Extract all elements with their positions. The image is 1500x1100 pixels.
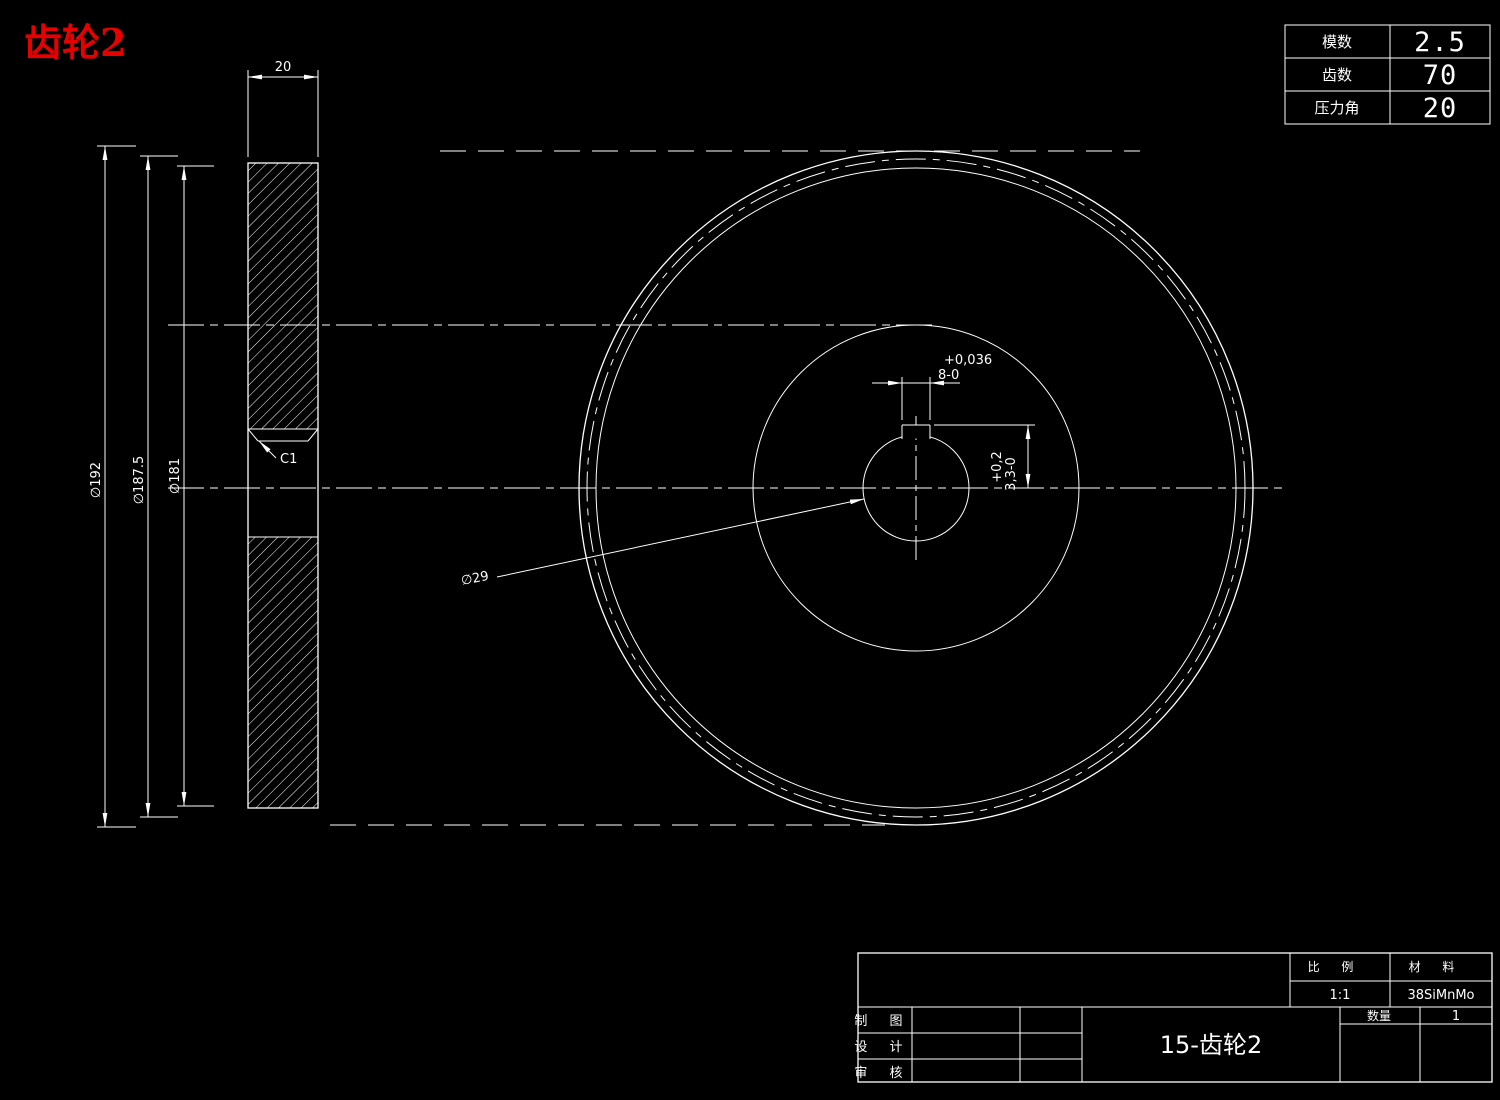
param-value-pressure: 20 [1423, 93, 1458, 124]
material-value: 38SiMnMo [1407, 988, 1474, 1003]
root-circle [595, 167, 1237, 809]
pitch-circle [586, 158, 1246, 818]
page-title: 齿轮2 [24, 20, 126, 65]
drawing-title: 齿轮2 [24, 20, 126, 65]
front-dimensions: +0,036 8-0 +0,2 3,3-0 ∅29 [460, 353, 1035, 589]
dim-keyway-depth-tol: +0,2 [990, 451, 1005, 483]
param-label-teeth: 齿数 [1322, 66, 1352, 84]
material-label: 材 料 [1409, 960, 1464, 974]
scale-value: 1:1 [1330, 988, 1351, 1003]
drawing-number: 15-齿轮2 [1160, 1031, 1262, 1059]
hatched-lower-section [247, 536, 319, 809]
section-view: C1 [247, 162, 319, 809]
section-dimensions: 20 ∅192 ∅187.5 ∅181 [89, 60, 319, 828]
dim-bore-diameter: ∅29 [460, 569, 490, 589]
param-table: 模数 齿数 压力角 2.5 70 20 [1284, 24, 1491, 125]
scale-label: 比 例 [1308, 960, 1363, 974]
dim-tip-diameter: ∅192 [89, 462, 104, 498]
checked-label: 审 核 [854, 1066, 911, 1081]
title-block-border [857, 952, 1493, 1083]
dim-keyway-depth: 3,3-0 [1004, 457, 1019, 491]
title-block: 比 例 材 料 1:1 38SiMnMo 制 图 设 计 审 核 数量 1 15… [854, 952, 1493, 1083]
dim-pitch-diameter: ∅187.5 [132, 456, 147, 505]
quantity-value: 1 [1452, 1009, 1460, 1024]
hub-circle [752, 324, 1080, 652]
bore-chamfer-line [247, 428, 259, 442]
param-label-module: 模数 [1322, 33, 1352, 51]
bore-leader-line [496, 498, 865, 578]
dim-chamfer: C1 [280, 452, 297, 467]
dim-keyway-width-tol: +0,036 [944, 353, 992, 368]
chamfer-leader-line [258, 440, 277, 459]
param-value-teeth: 70 [1423, 60, 1458, 91]
center-lines [168, 150, 1285, 826]
tip-circle [578, 150, 1254, 826]
front-view [578, 150, 1254, 826]
param-label-pressure: 压力角 [1314, 99, 1359, 117]
dim-keyway-width: 8-0 [938, 368, 959, 383]
designed-label: 设 计 [854, 1040, 911, 1055]
bore-chamfer-line [307, 428, 319, 442]
keyway-mask [902, 424, 930, 439]
dim-root-diameter: ∅181 [168, 458, 183, 494]
param-value-module: 2.5 [1414, 27, 1466, 58]
drawn-label: 制 图 [854, 1014, 911, 1029]
dim-face-width: 20 [275, 60, 292, 75]
param-table-border [1284, 24, 1491, 125]
hatched-upper-section [247, 162, 319, 430]
gear-section-outline [247, 162, 319, 809]
quantity-label: 数量 [1367, 1008, 1391, 1023]
